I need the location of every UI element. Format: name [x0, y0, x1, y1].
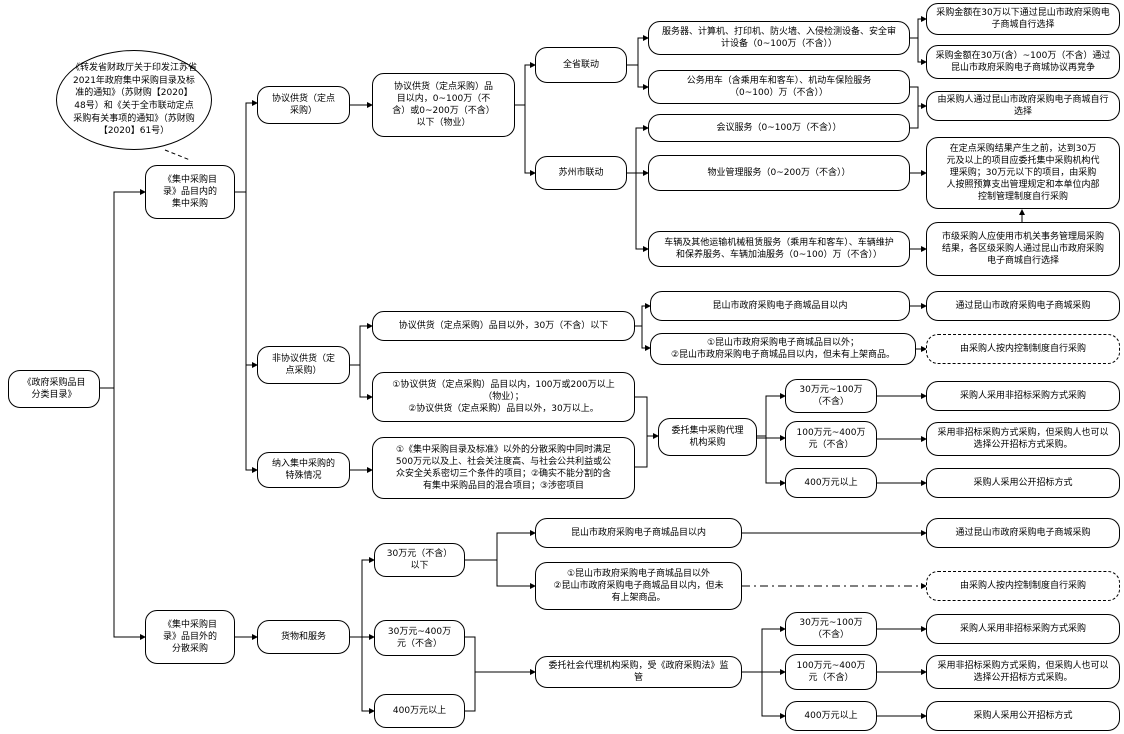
result-non-tender-or-open-2: 采用非招标采购方式采购，但采购人也可以 选择公开招标方式采购。 [926, 655, 1120, 689]
mall-within-node: 昆山市政府采购电子商城品目以内 [650, 291, 910, 321]
meeting-item-node: 会议服务（0~100万（不含）） [648, 114, 910, 142]
result-mall-purchase: 通过昆山市政府采购电子商城采购 [926, 291, 1120, 321]
under-30w-node: 30万元（不含） 以下 [374, 543, 465, 577]
vehicles-item-node: 公务用车（含乘用车和客车）、机动车保险服务 （0~100）万（不含）） [648, 70, 910, 104]
agency-100-400-node: 100万元~400万 元（不含） [785, 421, 877, 457]
agency-condition-node: ①协议供货（定点采购）品目以内，100万或200万以上 （物业）； ②协议供货（… [372, 372, 635, 422]
province-linkage-node: 全省联动 [535, 47, 627, 83]
result-mall-purchase-2: 通过昆山市政府采购电子商城采购 [926, 518, 1120, 548]
repair-item-node: 车辆及其他运输机械租赁服务（乘用车和客车）、车辆维护 和保养服务、车辆加油服务（… [648, 231, 910, 267]
result-mall-recompete: 采购金额在30万(含）~100万（不含）通过 昆山市政府采购电子商城协议再竞争 [926, 45, 1120, 79]
central-agency-node: 委托集中采购代理 机构采购 [658, 418, 757, 456]
agency-30-100-node: 30万元~100万 （不含） [785, 379, 877, 413]
mall-missing-2-node: ①昆山市政府采购电子商城品目以外 ②昆山市政府采购电子商城品目以内，但未 有上架… [535, 562, 742, 610]
mall-missing-node: ①昆山市政府采购电子商城品目以外； ②昆山市政府采购电子商城品目以内，但未有上架… [650, 333, 916, 365]
result-non-tender-or-open: 采用非招标采购方式采购，但采购人也可以 选择公开招标方式采购。 [926, 422, 1120, 456]
suzhou-linkage-node: 苏州市联动 [535, 156, 627, 190]
result-non-tender-2: 采购人采用非招标采购方式采购 [926, 614, 1120, 644]
social-agency-node: 委托社会代理机构采购，受《政府采购法》监 管 [535, 656, 742, 688]
result-city-level: 市级采购人应使用市机关事务管理局采购 结果，各区级采购人通过昆山市政府采购 电子… [926, 222, 1120, 276]
special-case-node: 纳入集中采购的 特殊情况 [257, 452, 350, 488]
result-purchaser-mall: 由采购人通过昆山市政府采购电子商城自行 选择 [926, 91, 1120, 121]
social-400-node: 400万元以上 [785, 701, 877, 731]
property-item-node: 物业管理服务（0~200万（不含）） [648, 155, 910, 191]
agreement-supply-node: 协议供货（定点 采购） [257, 86, 350, 124]
result-internal-control-2: 由采购人按内控制制度自行采购 [926, 571, 1120, 601]
result-before-designation: 在定点采购结果产生之前，达到30万 元及以上的项目应委托集中采购机构代 理采购；… [926, 137, 1120, 209]
root-catalog-node: 《政府采购品目 分类目录》 [8, 370, 100, 408]
social-30-100-node: 30万元~100万 （不含） [785, 612, 877, 646]
non-agreement-supply-node: 非协议供货（定 点采购） [257, 346, 350, 384]
policy-note-callout: 《转发省财政厅关于印发江苏省 2021年政府集中采购目录及标 准的通知》（苏财购… [56, 50, 212, 150]
result-mall-self-select: 采购金额在30万以下通过昆山市政府采购电 子商城自行选择 [926, 3, 1120, 35]
result-open-tender-2: 采购人采用公开招标方式 [926, 701, 1120, 731]
within-agreement-node: 协议供货（定点采购）品 目以内，0~100万（不 含）或0~200万（不含） 以… [372, 73, 515, 137]
servers-item-node: 服务器、计算机、打印机、防火墙、入侵检测设备、安全审 计设备（0~100万（不含… [648, 21, 910, 55]
30w-400w-node: 30万元~400万 元（不含） [374, 620, 465, 656]
in-catalog-node: 《集中采购目 录》品目内的 集中采购 [145, 165, 235, 219]
over-400w-node: 400万元以上 [374, 694, 465, 728]
special-description-node: ①《集中采购目录及标准》以外的分散采购中同时满足 500万元以及上、社会关注度高… [372, 437, 635, 499]
result-internal-control: 由采购人按内控制制度自行采购 [926, 334, 1120, 364]
agency-400-node: 400万元以上 [785, 468, 877, 498]
result-non-tender: 采购人采用非招标采购方式采购 [926, 381, 1120, 411]
goods-services-node: 货物和服务 [257, 620, 350, 654]
out-catalog-node: 《集中采购目 录》品目外的 分散采购 [145, 610, 235, 664]
social-100-400-node: 100万元~400万 元（不含） [785, 654, 877, 690]
mall-within-2-node: 昆山市政府采购电子商城品目以内 [535, 518, 742, 548]
outside-agreement-node: 协议供货（定点采购）品目以外，30万（不含）以下 [372, 311, 635, 341]
result-open-tender: 采购人采用公开招标方式 [926, 468, 1120, 498]
